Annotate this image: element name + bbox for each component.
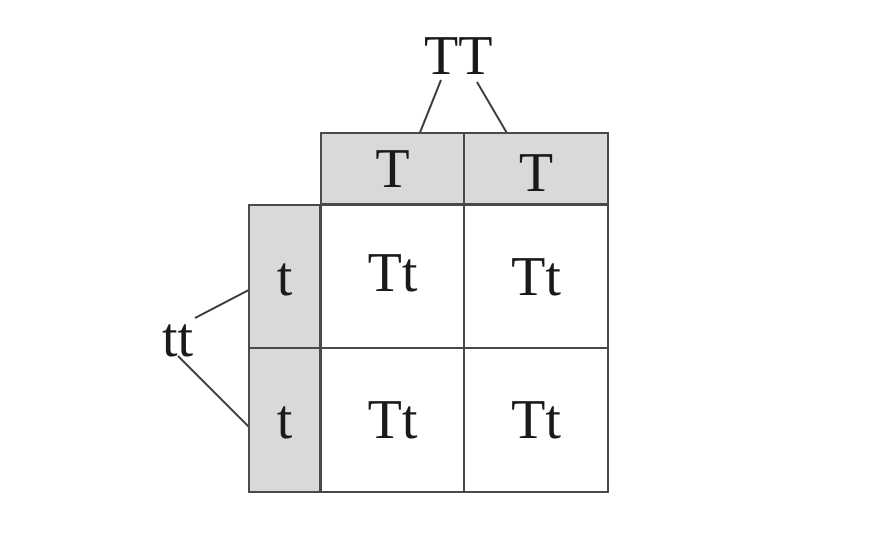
offspring-cell-r1c2: Tt xyxy=(463,204,609,349)
column-allele-1: T xyxy=(320,132,465,205)
left-parent-genotype: tt xyxy=(162,307,194,369)
top-parent-genotype: TT xyxy=(424,25,493,87)
offspring-cell-r2c1: Tt xyxy=(320,347,465,493)
row-allele-2: t xyxy=(248,347,321,493)
offspring-cell-r1c1: Tt xyxy=(320,204,465,349)
row-allele-1: t xyxy=(248,204,321,349)
offspring-cell-r2c2: Tt xyxy=(463,347,609,493)
column-allele-2: T xyxy=(463,132,609,205)
